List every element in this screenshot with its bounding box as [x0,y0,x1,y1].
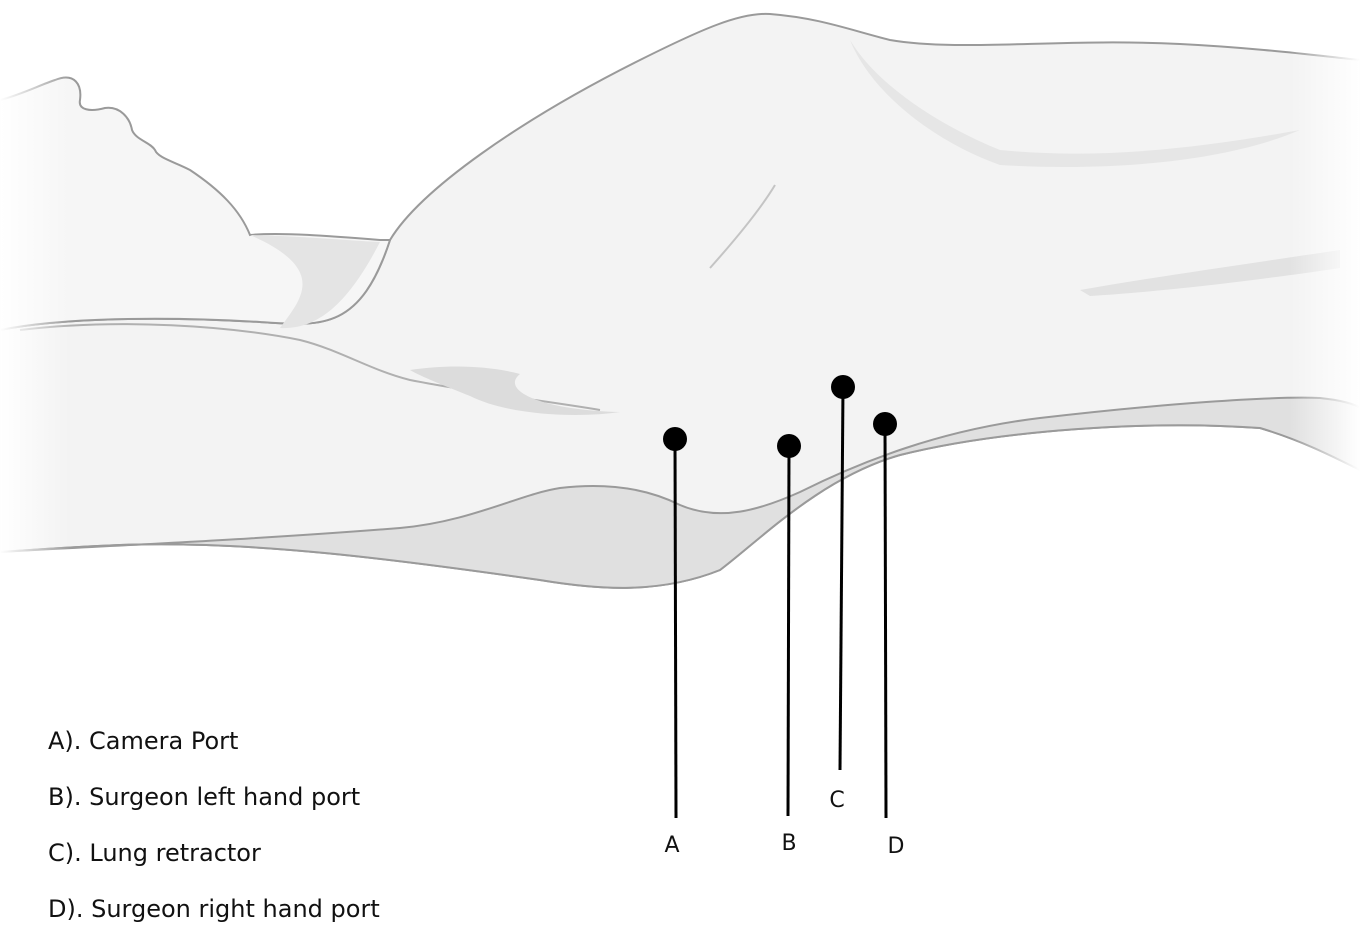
port-a-dot [663,427,687,451]
port-c-label: C [829,788,844,813]
legend-item-lung-retractor: C). Lung retractor [48,836,380,892]
port-b-line [788,446,789,816]
port-a-label: A [664,833,679,858]
port-d-label: D [888,834,905,859]
port-a-line [675,439,676,818]
port-b-label: B [781,831,796,856]
port-b-dot [777,434,801,458]
legend-item-left-hand-port: B). Surgeon left hand port [48,780,380,836]
legend-item-right-hand-port: D). Surgeon right hand port [48,892,380,948]
port-legend: A). Camera Port B). Surgeon left hand po… [48,724,380,948]
port-c-dot [831,375,855,399]
port-d-line [885,424,886,818]
right-edge-fade [1290,0,1360,921]
port-d-dot [873,412,897,436]
port-marker-d: D [873,412,904,859]
legend-item-camera-port: A). Camera Port [48,724,380,780]
